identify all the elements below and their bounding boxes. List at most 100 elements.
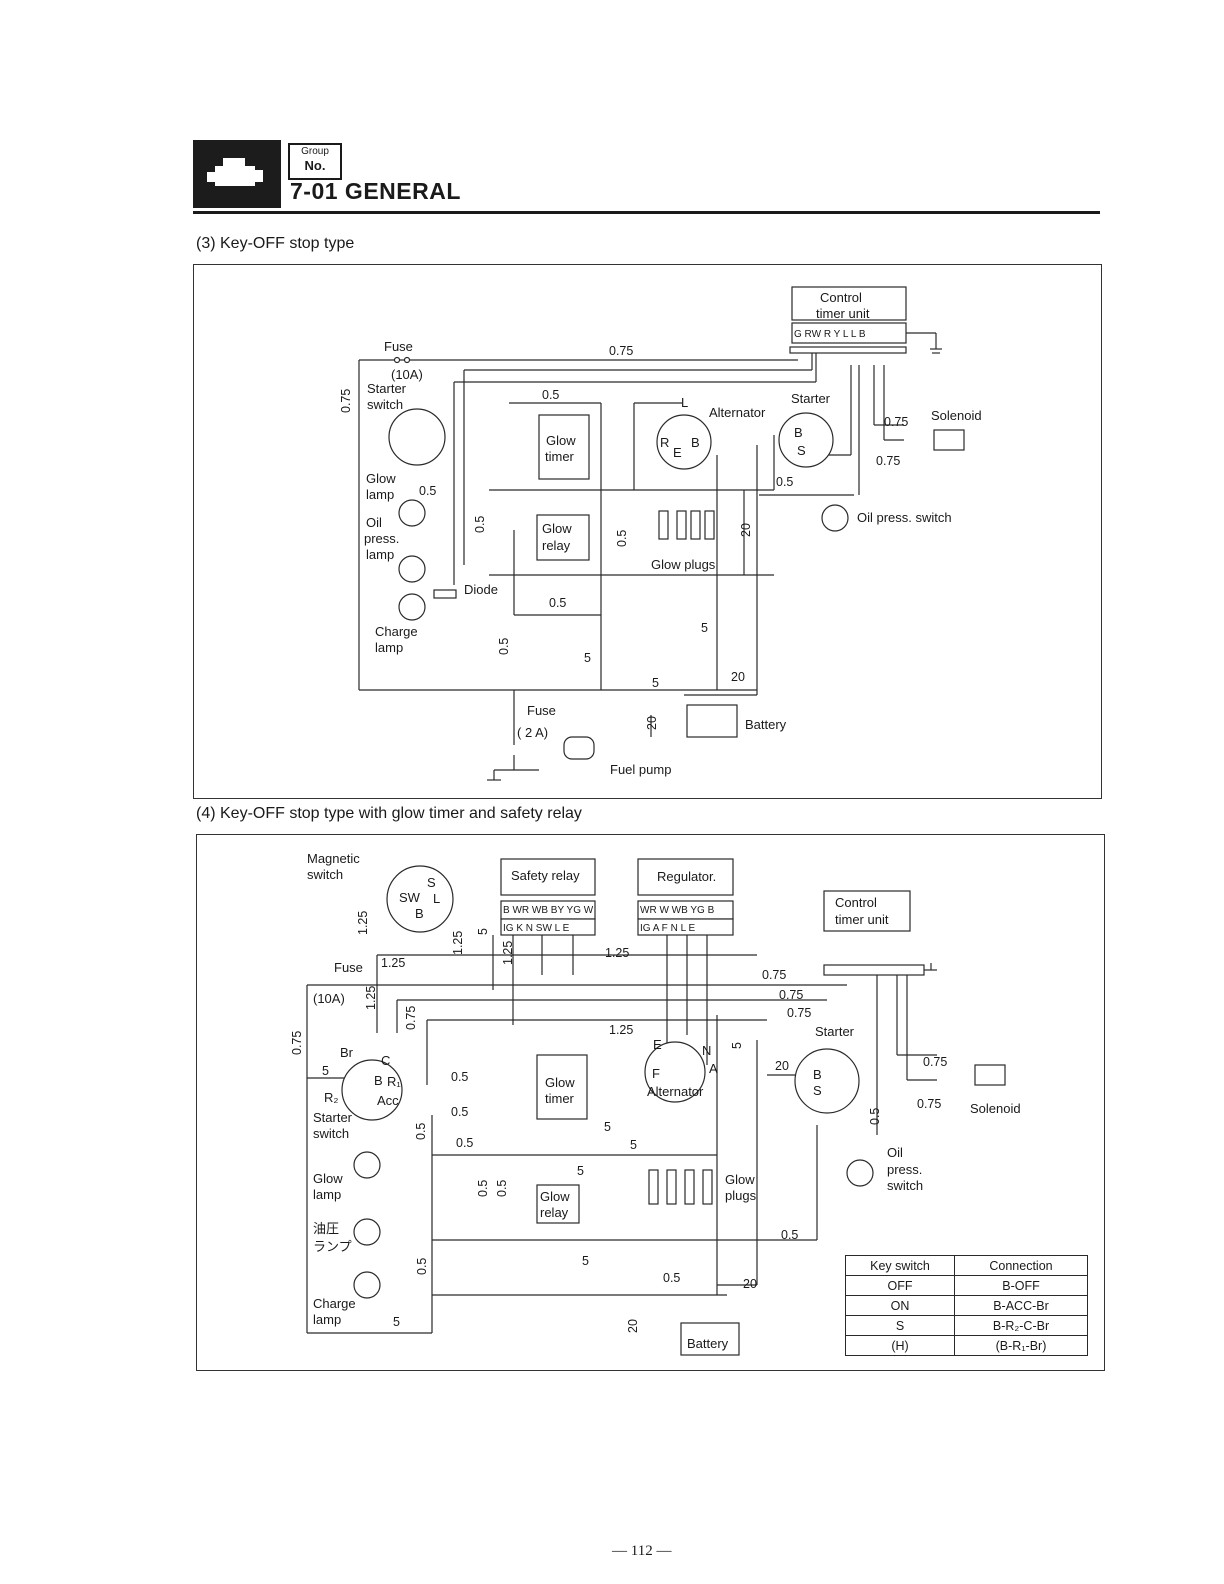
svg-text:5: 5 <box>652 676 659 690</box>
svg-text:IG A F N L E: IG A F N L E <box>640 923 696 934</box>
svg-text:Glow: Glow <box>313 1171 343 1186</box>
svg-text:0.5: 0.5 <box>497 638 511 655</box>
svg-text:R₂: R₂ <box>324 1090 338 1105</box>
svg-text:ランプ: ランプ <box>313 1239 352 1254</box>
charge-lamp-icon <box>398 593 426 621</box>
svg-text:0.75: 0.75 <box>923 1055 947 1069</box>
svg-text:5: 5 <box>393 1315 400 1329</box>
glow-lamp-icon <box>353 1151 381 1179</box>
page-number: — 112 — <box>612 1543 672 1559</box>
safety-relay-box <box>500 858 596 896</box>
svg-text:press.: press. <box>364 531 399 546</box>
svg-text:20: 20 <box>775 1059 789 1073</box>
table-row: ON B-ACC-Br <box>845 1295 1088 1316</box>
section-3-caption: (3) Key-OFF stop type <box>196 235 355 252</box>
svg-text:0.75: 0.75 <box>762 968 786 982</box>
oil-press-switch-icon <box>846 1159 874 1187</box>
svg-text:0.5: 0.5 <box>414 1123 428 1140</box>
svg-text:0.75: 0.75 <box>339 389 353 413</box>
svg-text:(10A): (10A) <box>313 991 345 1006</box>
svg-text:E: E <box>673 445 682 460</box>
oil-press-lamp-icon <box>398 555 426 583</box>
glow-timer-box <box>536 1054 588 1120</box>
svg-text:Glow: Glow <box>540 1189 570 1204</box>
svg-text:B: B <box>813 1067 822 1082</box>
group-label: Group <box>301 146 329 157</box>
svg-text:Oil: Oil <box>887 1145 903 1160</box>
svg-text:( 2 A): ( 2 A) <box>517 725 548 740</box>
svg-text:Starter: Starter <box>367 381 407 396</box>
svg-text:Glow: Glow <box>545 1075 575 1090</box>
svg-text:Glow: Glow <box>366 471 396 486</box>
svg-text:1.25: 1.25 <box>381 956 405 970</box>
svg-text:L: L <box>681 395 688 410</box>
battery-icon <box>686 704 738 738</box>
svg-text:lamp: lamp <box>366 487 394 502</box>
starter-switch-icon <box>388 408 446 466</box>
svg-text:switch: switch <box>887 1178 923 1193</box>
svg-text:Starter: Starter <box>815 1024 855 1039</box>
svg-text:20: 20 <box>731 670 745 684</box>
svg-text:0.5: 0.5 <box>476 1180 490 1197</box>
svg-text:Glow: Glow <box>725 1172 755 1187</box>
svg-text:5: 5 <box>604 1120 611 1134</box>
solenoid-icon <box>933 429 965 451</box>
svg-text:switch: switch <box>367 397 403 412</box>
engine-icon <box>207 158 263 186</box>
svg-text:5: 5 <box>584 651 591 665</box>
svg-text:0.5: 0.5 <box>495 1180 509 1197</box>
header-rule <box>193 211 1100 214</box>
svg-text:5: 5 <box>730 1042 744 1049</box>
svg-text:1.25: 1.25 <box>609 1023 633 1037</box>
fuel-pump-icon <box>563 736 595 760</box>
control-timer-unit-box <box>791 286 907 321</box>
svg-text:Starter: Starter <box>791 391 831 406</box>
svg-text:B: B <box>691 435 700 450</box>
svg-text:0.75: 0.75 <box>290 1031 304 1055</box>
svg-text:Charge: Charge <box>375 624 418 639</box>
fuse-label: Fuse <box>384 339 413 354</box>
svg-text:Magnetic: Magnetic <box>307 851 360 866</box>
svg-text:0.5: 0.5 <box>451 1105 468 1119</box>
svg-text:IG K N SW L E: IG K N SW L E <box>503 923 570 934</box>
alternator-icon <box>644 1041 706 1103</box>
svg-text:Acc: Acc <box>377 1093 399 1108</box>
svg-text:0.5: 0.5 <box>549 596 566 610</box>
table-row: S B-R₂-C-Br <box>845 1315 1088 1336</box>
svg-text:press.: press. <box>887 1162 922 1177</box>
svg-text:0.75: 0.75 <box>884 415 908 429</box>
svg-text:0.5: 0.5 <box>456 1136 473 1150</box>
svg-text:relay: relay <box>540 1205 569 1220</box>
svg-text:relay: relay <box>542 538 571 553</box>
charge-lamp-icon <box>353 1271 381 1299</box>
svg-text:R: R <box>660 435 669 450</box>
svg-text:Fuel pump: Fuel pump <box>610 762 671 777</box>
svg-text:Fuse: Fuse <box>527 703 556 718</box>
svg-text:20: 20 <box>743 1277 757 1291</box>
table-row: (H) (B-R₁-Br) <box>845 1335 1088 1356</box>
table-header-connection: Connection <box>954 1255 1088 1276</box>
svg-text:5: 5 <box>476 928 490 935</box>
svg-text:Glow plugs: Glow plugs <box>651 557 716 572</box>
svg-text:Starter: Starter <box>313 1110 353 1125</box>
starter-icon <box>778 412 834 468</box>
svg-text:Alternator: Alternator <box>647 1084 704 1099</box>
svg-text:lamp: lamp <box>313 1312 341 1327</box>
svg-text:5: 5 <box>630 1138 637 1152</box>
starter-switch-icon <box>341 1059 403 1121</box>
alternator-icon <box>656 414 712 470</box>
starter-icon <box>794 1048 860 1114</box>
solenoid-icon <box>974 1064 1006 1086</box>
svg-text:F: F <box>652 1066 660 1081</box>
svg-text:Battery: Battery <box>687 1336 729 1351</box>
svg-text:Oil press. switch: Oil press. switch <box>857 510 952 525</box>
group-number-box: Group No. <box>288 143 342 180</box>
svg-text:0.75: 0.75 <box>876 454 900 468</box>
svg-text:L: L <box>433 891 440 906</box>
svg-text:B: B <box>415 906 424 921</box>
fuse-rating: (10A) <box>391 367 423 382</box>
svg-text:A: A <box>709 1061 718 1076</box>
svg-text:5: 5 <box>582 1254 589 1268</box>
svg-text:Battery: Battery <box>745 717 787 732</box>
glow-relay-box <box>536 1184 580 1224</box>
